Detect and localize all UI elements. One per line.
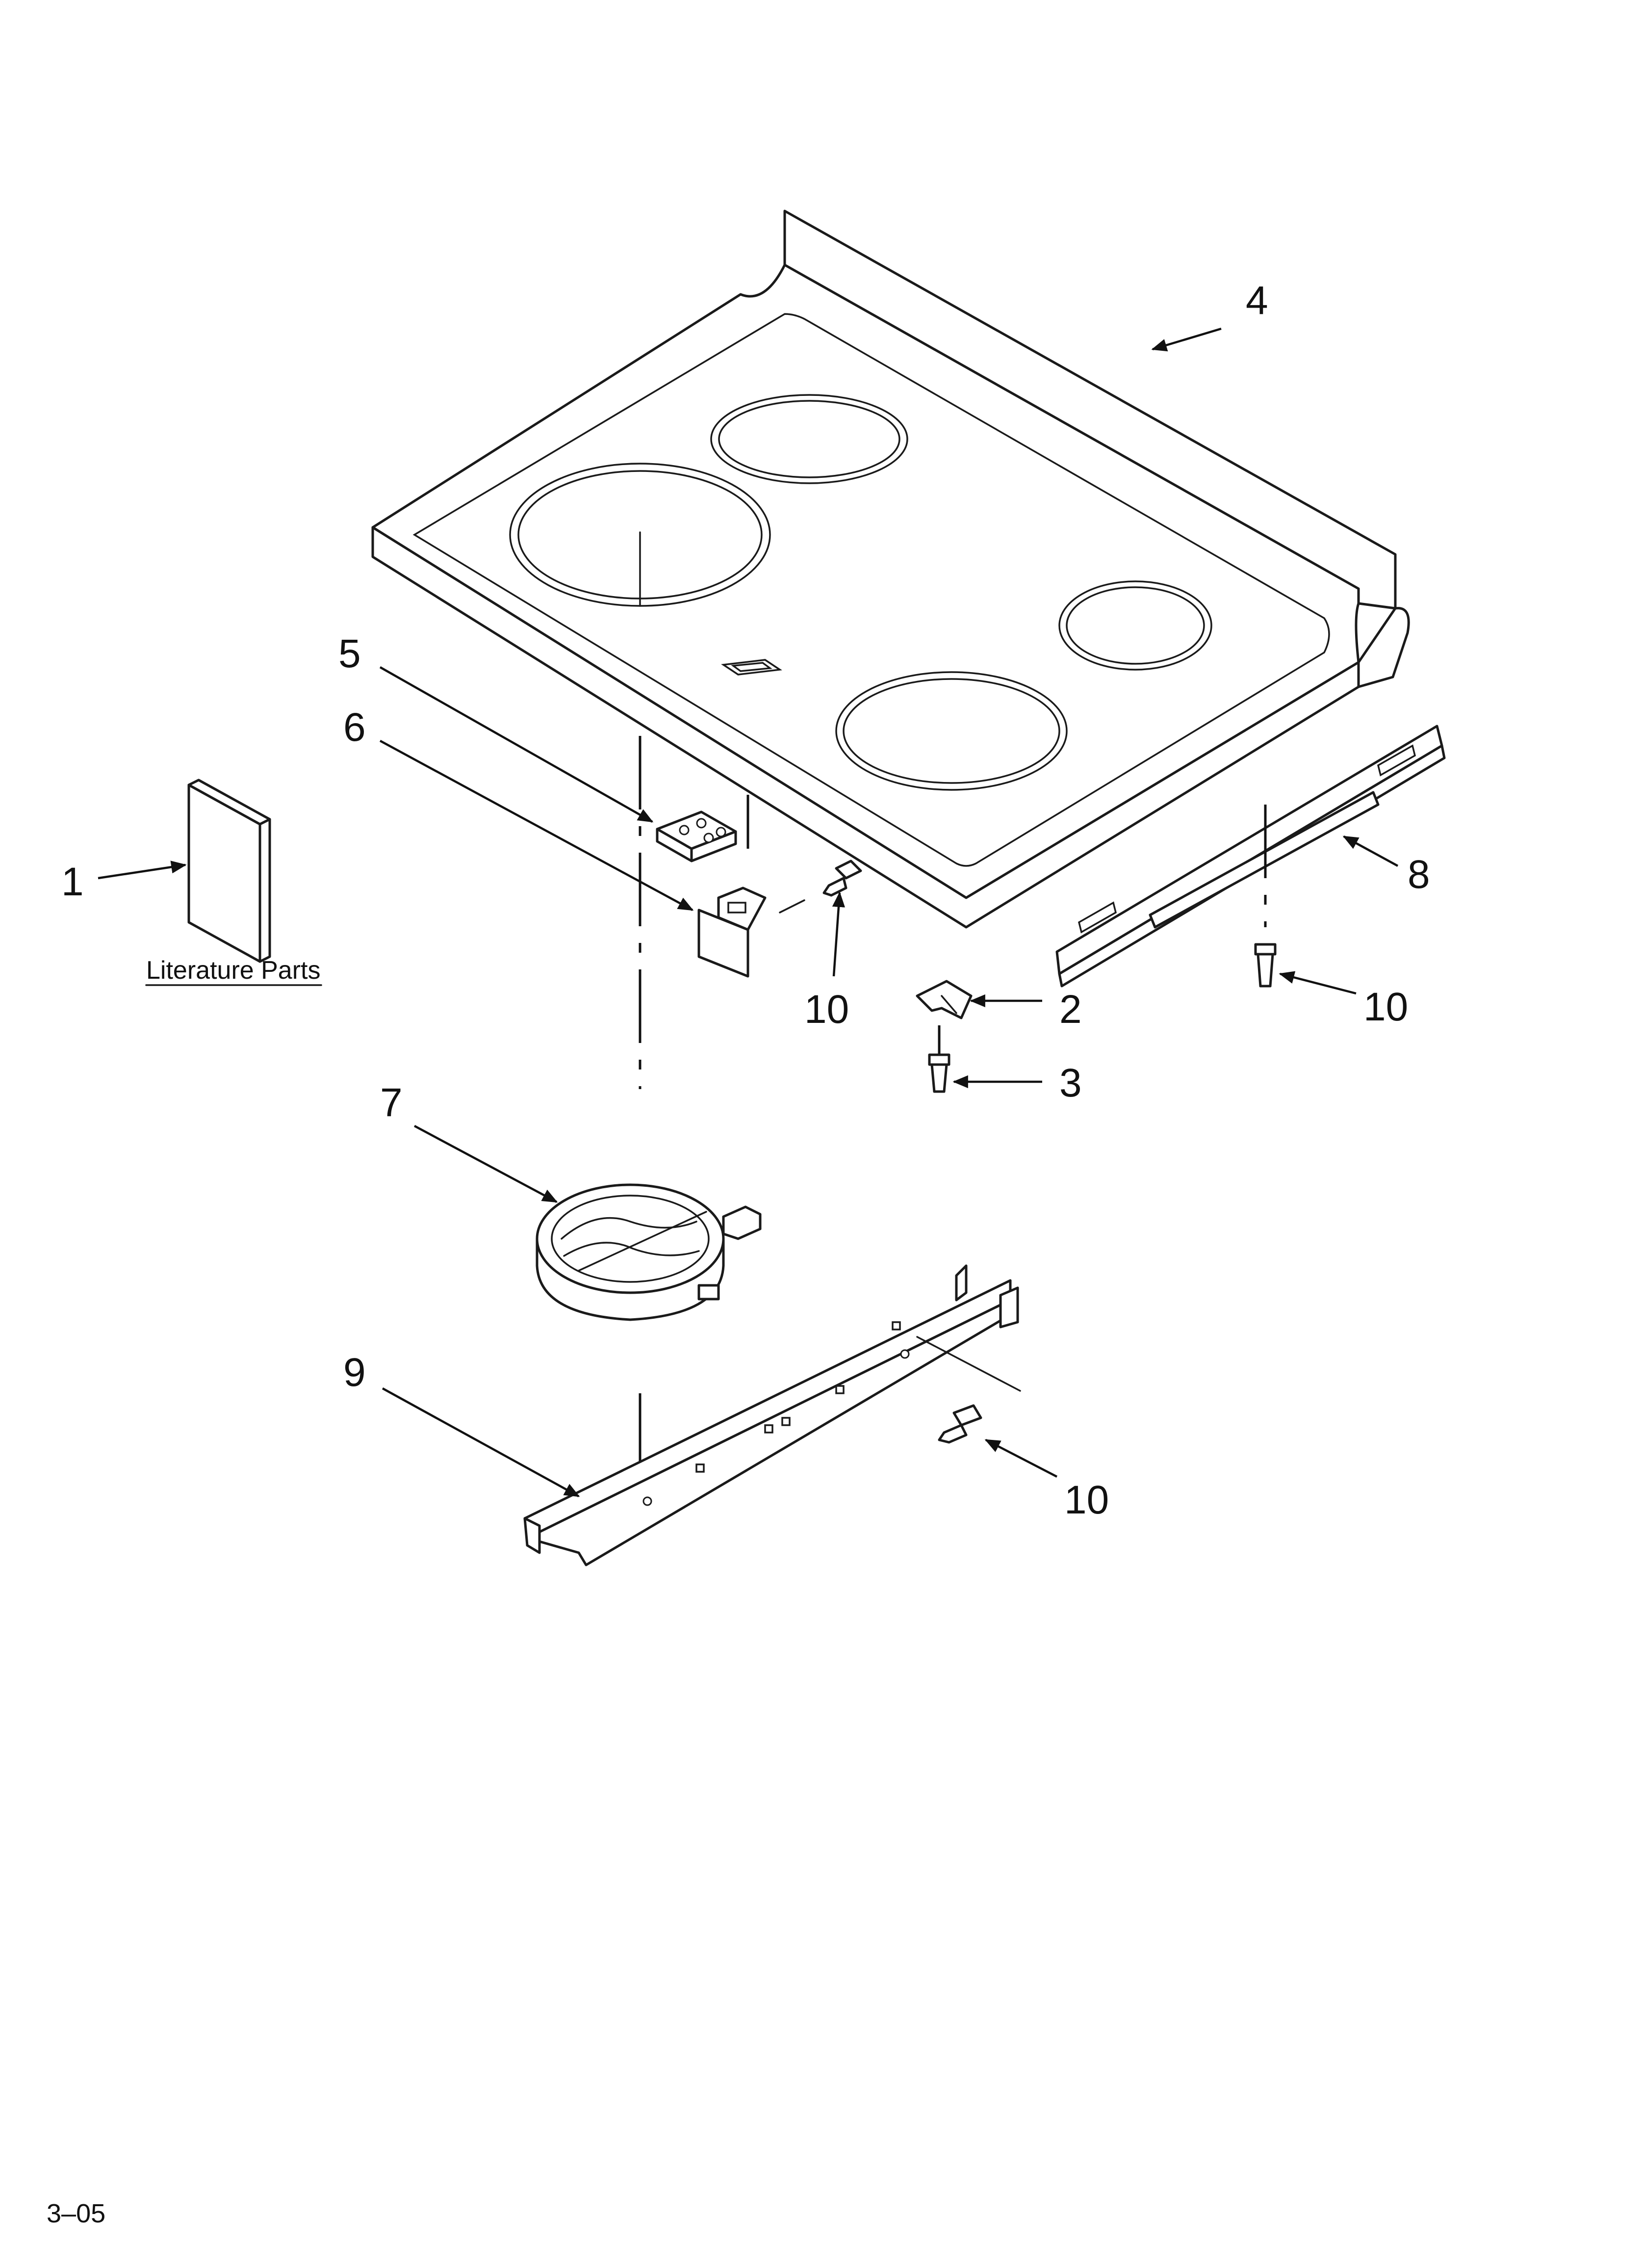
- literature-label: Literature Parts: [146, 956, 321, 985]
- callout-5: 5: [338, 631, 361, 676]
- rear-bracket: [1055, 725, 1446, 988]
- callout-8: 8: [1408, 852, 1430, 897]
- indicator-lens: [721, 659, 782, 676]
- leader-lines: [98, 327, 1399, 1497]
- callout-3: 3: [1059, 1061, 1082, 1105]
- callout-4: 4: [1246, 278, 1268, 323]
- callout-7: 7: [380, 1080, 403, 1125]
- cooktop-top-surface: [371, 263, 1360, 899]
- cooktop-right-edge: [1357, 607, 1410, 688]
- radiant-burner-element: [536, 1183, 762, 1321]
- callout-10-lower: 10: [1064, 1478, 1109, 1522]
- cooktop: [371, 209, 1410, 929]
- leader-6: [379, 740, 694, 911]
- literature-caption: Literature Parts: [145, 956, 322, 986]
- terminal-block: [656, 810, 737, 862]
- screw-lower: [938, 1404, 982, 1444]
- burner-ring-small-right: [1058, 580, 1212, 671]
- burner-ring-large-front-inner: [843, 678, 1060, 784]
- screw-clip: [928, 1053, 950, 1093]
- cooktop-glass-outline: [412, 313, 1330, 867]
- clip: [916, 980, 973, 1060]
- mounting-bracket: [697, 886, 767, 978]
- leader-10-upper: [832, 891, 846, 977]
- callout-9: 9: [343, 1350, 366, 1395]
- callout-6: 6: [343, 705, 366, 750]
- leader-10-right: [1279, 971, 1357, 995]
- callout-10-right: 10: [1363, 985, 1408, 1029]
- callout-1: 1: [61, 860, 84, 904]
- support-bar: [523, 1264, 1021, 1566]
- indicator-lens-inner: [731, 662, 772, 672]
- callout-2: 2: [1059, 987, 1082, 1032]
- leader-4: [1151, 327, 1222, 352]
- callout-labels: 1 2 3 4 5 6 7 8 9 10 10 10: [61, 278, 1430, 1522]
- leader-1: [98, 860, 187, 880]
- element-sensor-bar: [578, 1211, 707, 1272]
- screw-bracket-line: [916, 1336, 1021, 1392]
- callout-10-upper: 10: [804, 987, 849, 1032]
- screw-upper: [779, 860, 862, 913]
- burner-ring-small-back-inner: [718, 400, 900, 478]
- screw-right: [1254, 943, 1277, 988]
- burner-ring-small-back: [710, 394, 908, 484]
- leader-8: [1342, 835, 1399, 867]
- leader-9: [382, 1387, 580, 1497]
- leader-7: [413, 1125, 558, 1203]
- leader-5: [379, 666, 654, 823]
- booklet-icon: [187, 779, 271, 963]
- burner-ring-large-front: [835, 671, 1068, 791]
- burner-ring-small-right-inner: [1066, 586, 1205, 665]
- footer-code: 3–05: [47, 2199, 105, 2228]
- leader-10-lower: [984, 1439, 1058, 1478]
